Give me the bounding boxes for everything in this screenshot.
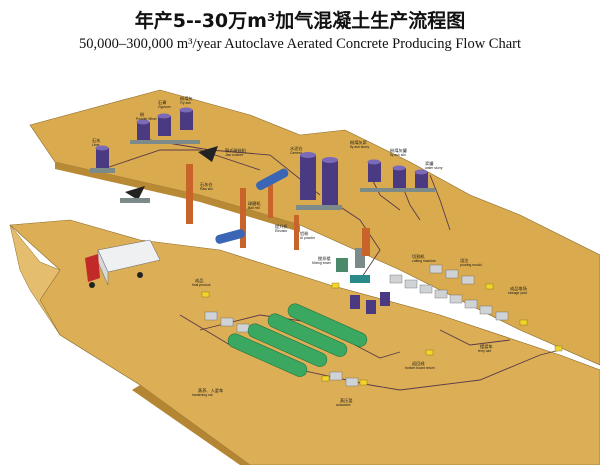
svg-text:水泥仓: 水泥仓 <box>290 145 303 152</box>
svg-text:颚式破碎机: 颚式破碎机 <box>225 147 247 154</box>
svg-text:粉煤灰罐: 粉煤灰罐 <box>390 147 408 154</box>
svg-text:ferry cart: ferry cart <box>478 349 491 353</box>
svg-text:fly ash silo: fly ash silo <box>390 153 406 157</box>
svg-text:fly ash slurry: fly ash slurry <box>350 145 369 149</box>
svg-text:Fly ash: Fly ash <box>180 101 191 105</box>
svg-text:浇注: 浇注 <box>460 257 469 264</box>
svg-text:pouring mould: pouring mould <box>460 263 482 267</box>
svg-text:摆渡车: 摆渡车 <box>480 343 493 350</box>
svg-text:蒸养、入釜车: 蒸养、入釜车 <box>198 387 223 394</box>
svg-text:粉煤灰: 粉煤灰 <box>180 95 193 102</box>
svg-text:Al powder: Al powder <box>300 236 316 240</box>
svg-text:Gypsum: Gypsum <box>158 105 171 109</box>
svg-text:Raw silo: Raw silo <box>200 187 213 191</box>
svg-text:成品堆场: 成品堆场 <box>510 285 527 292</box>
svg-text:粉煤灰浆: 粉煤灰浆 <box>350 139 368 146</box>
raw-silo-towers <box>186 164 299 250</box>
svg-text:石膏: 石膏 <box>158 99 166 106</box>
svg-text:提升机: 提升机 <box>275 223 288 230</box>
labels: 粉煤灰 Fly ash 石膏 Gypsum 粉 Powder Mixer 石灰 … <box>92 95 527 407</box>
svg-text:搅拌楼: 搅拌楼 <box>318 255 331 262</box>
svg-text:粉: 粉 <box>140 111 145 118</box>
svg-text:球磨机: 球磨机 <box>248 200 261 207</box>
plant-diagram: 粉煤灰 Fly ash 石膏 Gypsum 粉 Powder Mixer 石灰 … <box>9 89 600 465</box>
svg-text:Ball mill: Ball mill <box>248 206 260 210</box>
powder-silos <box>90 107 200 173</box>
svg-text:storage yard: storage yard <box>508 291 527 295</box>
svg-text:Powder Mixer: Powder Mixer <box>136 117 158 121</box>
svg-text:蒸压釜: 蒸压釜 <box>340 397 353 404</box>
lower-platform-edge <box>132 385 250 465</box>
svg-text:石灰: 石灰 <box>92 137 100 144</box>
fly-ash-silos <box>360 159 435 192</box>
page-title-en: 50,000–300,000 m³/year Autoclave Aerated… <box>78 36 522 52</box>
road-arrow <box>9 224 61 336</box>
svg-text:成品: 成品 <box>195 277 203 284</box>
autoclaves <box>227 303 368 377</box>
svg-text:Cement: Cement <box>290 151 302 155</box>
ball-mills <box>215 168 289 244</box>
svg-text:Lime: Lime <box>92 143 99 147</box>
svg-text:铝粉: 铝粉 <box>300 230 309 237</box>
svg-text:autoclave: autoclave <box>336 403 351 407</box>
svg-text:Elevator: Elevator <box>275 229 288 233</box>
svg-text:water slurry: water slurry <box>425 166 443 170</box>
cement-silos <box>296 152 342 210</box>
svg-text:Jaw crusher: Jaw crusher <box>225 153 244 157</box>
page-title-cn: 年产5--30万m³加气混凝土生产流程图 <box>134 10 466 32</box>
cutting-line <box>389 264 509 321</box>
jaw-crushers <box>120 146 218 203</box>
svg-text:返回线: 返回线 <box>412 360 425 367</box>
upper-platform-edge <box>55 162 300 232</box>
svg-text:Mixing tower: Mixing tower <box>312 261 332 265</box>
svg-text:bottom board return: bottom board return <box>405 366 435 370</box>
svg-text:石灰仓: 石灰仓 <box>200 181 213 188</box>
mixing-tower <box>336 228 390 314</box>
svg-text:浆罐: 浆罐 <box>425 160 434 167</box>
ferry-carts <box>201 282 563 386</box>
svg-text:cutting machine: cutting machine <box>412 259 436 263</box>
svg-text:final product: final product <box>192 283 211 287</box>
svg-text:切割机: 切割机 <box>412 253 425 260</box>
truck <box>85 239 161 288</box>
svg-text:hardening car: hardening car <box>192 393 214 397</box>
